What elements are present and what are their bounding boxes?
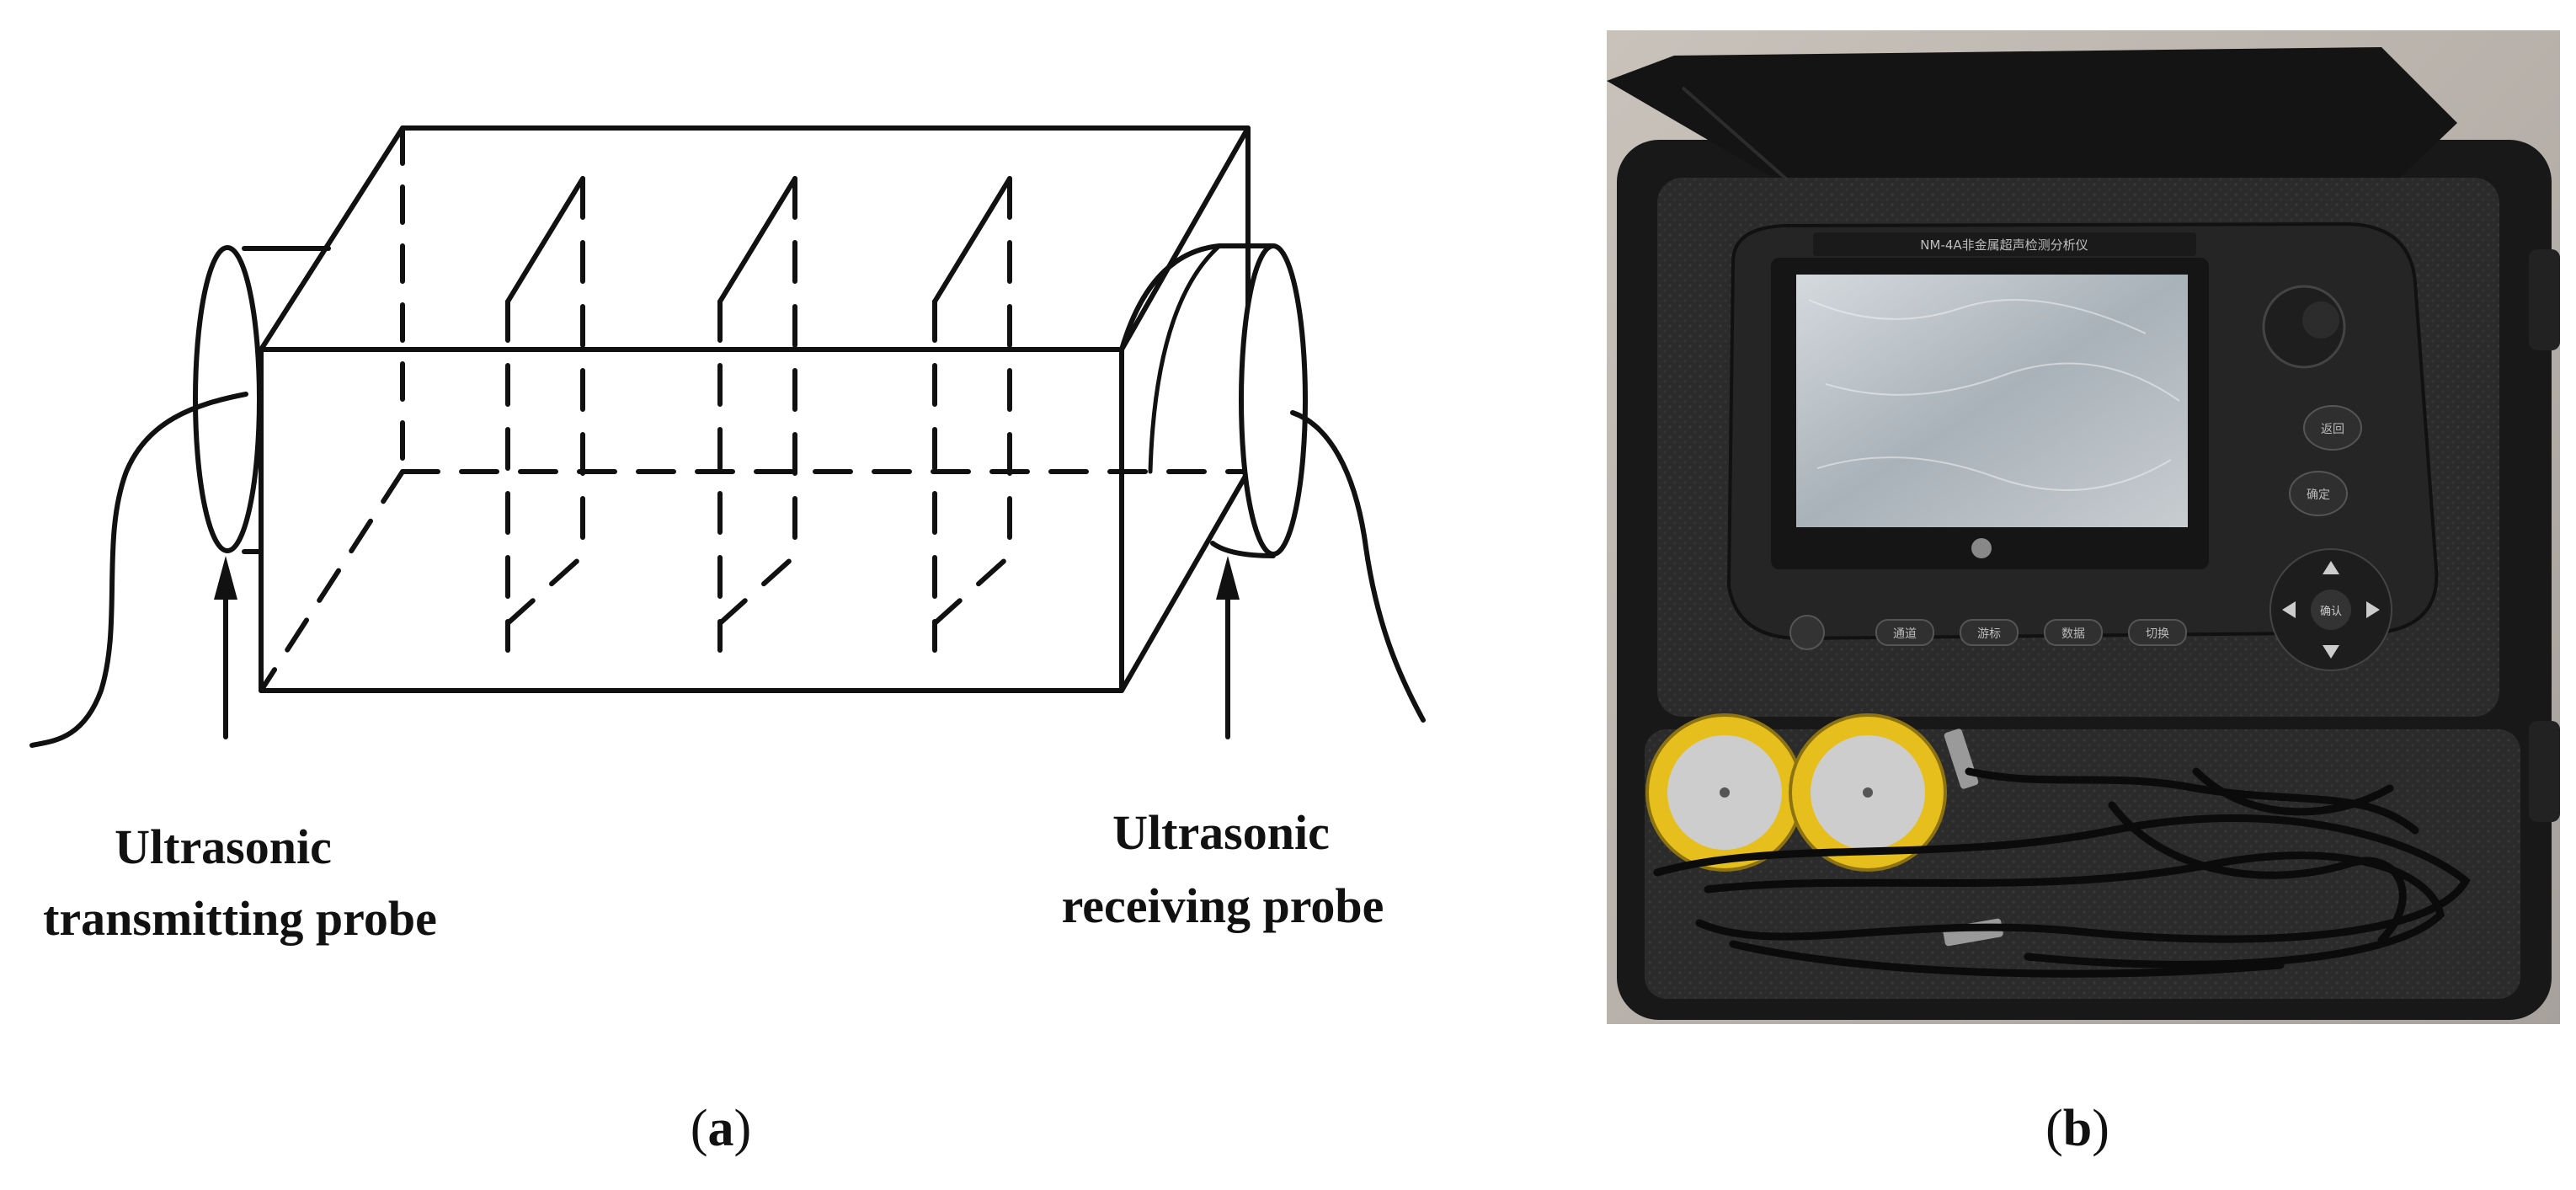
probe-left xyxy=(1645,713,1804,872)
coiled-cables xyxy=(1653,767,2471,978)
bottom-button-data[interactable]: 数据 xyxy=(2044,619,2103,646)
svg-text:切换: 切换 xyxy=(2146,627,2169,641)
navigation-pad[interactable]: 确认 xyxy=(2269,548,2392,671)
svg-text:游标: 游标 xyxy=(1977,627,2001,641)
caption-b: (b) xyxy=(2045,1100,2109,1157)
specimen-block xyxy=(259,125,1251,693)
instrument-photo: NM-4A非金属超声检测分析仪 返回 确定 确认 通道 游标 xyxy=(1607,30,2560,1024)
transmit-label-line2: transmitting probe xyxy=(43,891,437,946)
receive-label-line1: Ultrasonic xyxy=(1112,805,1330,860)
device-header-text: NM-4A非金属超声检测分析仪 xyxy=(1920,237,2088,253)
transmit-label-line1: Ultrasonic xyxy=(115,819,332,874)
bottom-button-switch[interactable]: 切换 xyxy=(2128,619,2187,646)
side-button-confirm[interactable]: 确定 xyxy=(2289,471,2348,516)
brand-logo xyxy=(1971,538,1992,558)
svg-text:确认: 确认 xyxy=(2320,606,2342,618)
crack-planes xyxy=(505,176,1012,653)
left-cable xyxy=(29,392,248,748)
svg-text:数据: 数据 xyxy=(2061,627,2085,641)
svg-text:返回: 返回 xyxy=(2321,423,2344,436)
svg-text:通道: 通道 xyxy=(1893,627,1917,641)
right-cable xyxy=(1290,410,1426,723)
transmit-arrowhead xyxy=(214,556,237,600)
device-screen[interactable] xyxy=(1796,275,2188,527)
bottom-button-channel[interactable]: 通道 xyxy=(1875,619,1934,646)
svg-text:确定: 确定 xyxy=(2307,488,2330,502)
receive-label-line2: receiving probe xyxy=(1062,878,1384,933)
probe-right xyxy=(1789,713,1947,872)
receive-arrowhead xyxy=(1216,556,1240,600)
caption-a: (a) xyxy=(690,1100,752,1157)
power-button[interactable] xyxy=(1789,615,1825,650)
bottom-button-cursor[interactable]: 游标 xyxy=(1960,619,2019,646)
receiving-probe xyxy=(1119,243,1308,558)
side-button-return[interactable]: 返回 xyxy=(2303,405,2362,451)
specimen-probe-diagram: Ultrasonic transmitting probe Ultrasonic… xyxy=(29,125,1426,946)
